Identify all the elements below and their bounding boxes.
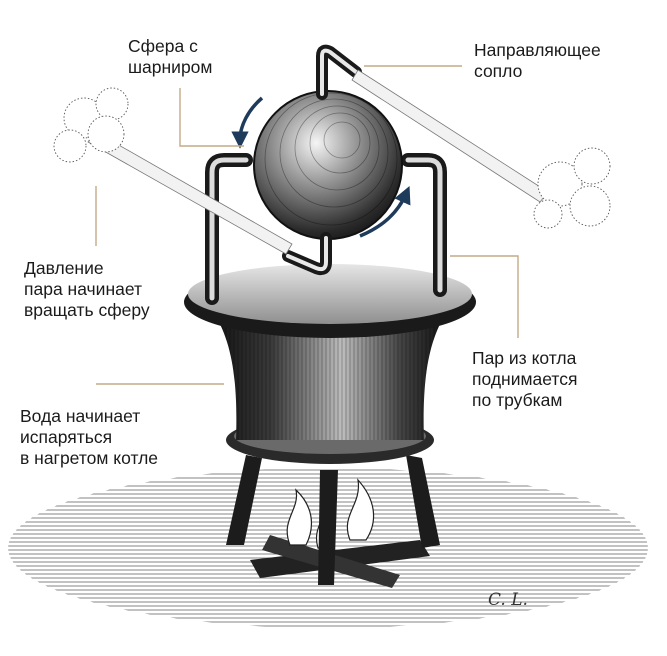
tripod bbox=[226, 455, 440, 585]
leader-line-steam bbox=[450, 255, 519, 338]
fire bbox=[250, 478, 430, 588]
label-steam-rises: Пар из котла поднимается по трубкам bbox=[472, 348, 577, 411]
tripod-leg bbox=[226, 455, 262, 545]
top-nozzle-highlight bbox=[320, 48, 358, 96]
rotation-arrow-icon bbox=[231, 96, 264, 149]
steam-cloud-icon bbox=[53, 87, 129, 163]
label-line: Давление bbox=[24, 258, 104, 278]
label-steam-pressure: Давление пара начинает вращать сферу bbox=[24, 258, 150, 321]
label-line: Вода начинает bbox=[20, 406, 141, 426]
label-line: сопло bbox=[474, 61, 523, 81]
steam-cloud-icon bbox=[533, 147, 611, 229]
label-line: пара начинает bbox=[24, 279, 143, 299]
boiler-body-texture bbox=[212, 310, 448, 440]
flame-icon bbox=[286, 488, 313, 546]
label-line: Пар из котла bbox=[472, 348, 577, 368]
label-line: по трубкам bbox=[472, 390, 563, 410]
flame-icon bbox=[346, 478, 375, 541]
left-support-tube-highlight bbox=[209, 157, 249, 301]
label-line: шарниром bbox=[128, 57, 213, 77]
label-sphere-hinge: Сфера с шарниром bbox=[128, 36, 212, 78]
label-line: Сфера с bbox=[128, 36, 198, 56]
artist-signature: C. L. bbox=[488, 590, 528, 610]
leader-lines bbox=[95, 65, 519, 385]
tripod-leg bbox=[406, 455, 440, 548]
label-guide-nozzle: Направляющее сопло bbox=[474, 40, 601, 82]
rotation-arrow-icon bbox=[359, 186, 411, 238]
bottom-nozzle-highlight bbox=[286, 236, 328, 272]
sphere bbox=[253, 90, 403, 240]
right-support-tube-highlight bbox=[405, 157, 443, 293]
label-line: в нагретом котле bbox=[20, 448, 159, 468]
label-line: Направляющее bbox=[474, 40, 601, 60]
tripod-leg bbox=[318, 470, 338, 585]
boiler-lid bbox=[188, 264, 472, 324]
label-line: поднимается bbox=[472, 369, 578, 389]
sphere-rings bbox=[264, 92, 398, 226]
leader-line-sphere bbox=[179, 88, 244, 147]
label-water-boils: Вода начинает испаряться в нагретом котл… bbox=[20, 406, 158, 469]
label-line: вращать сферу bbox=[24, 300, 150, 320]
label-line: испаряться bbox=[20, 427, 113, 447]
